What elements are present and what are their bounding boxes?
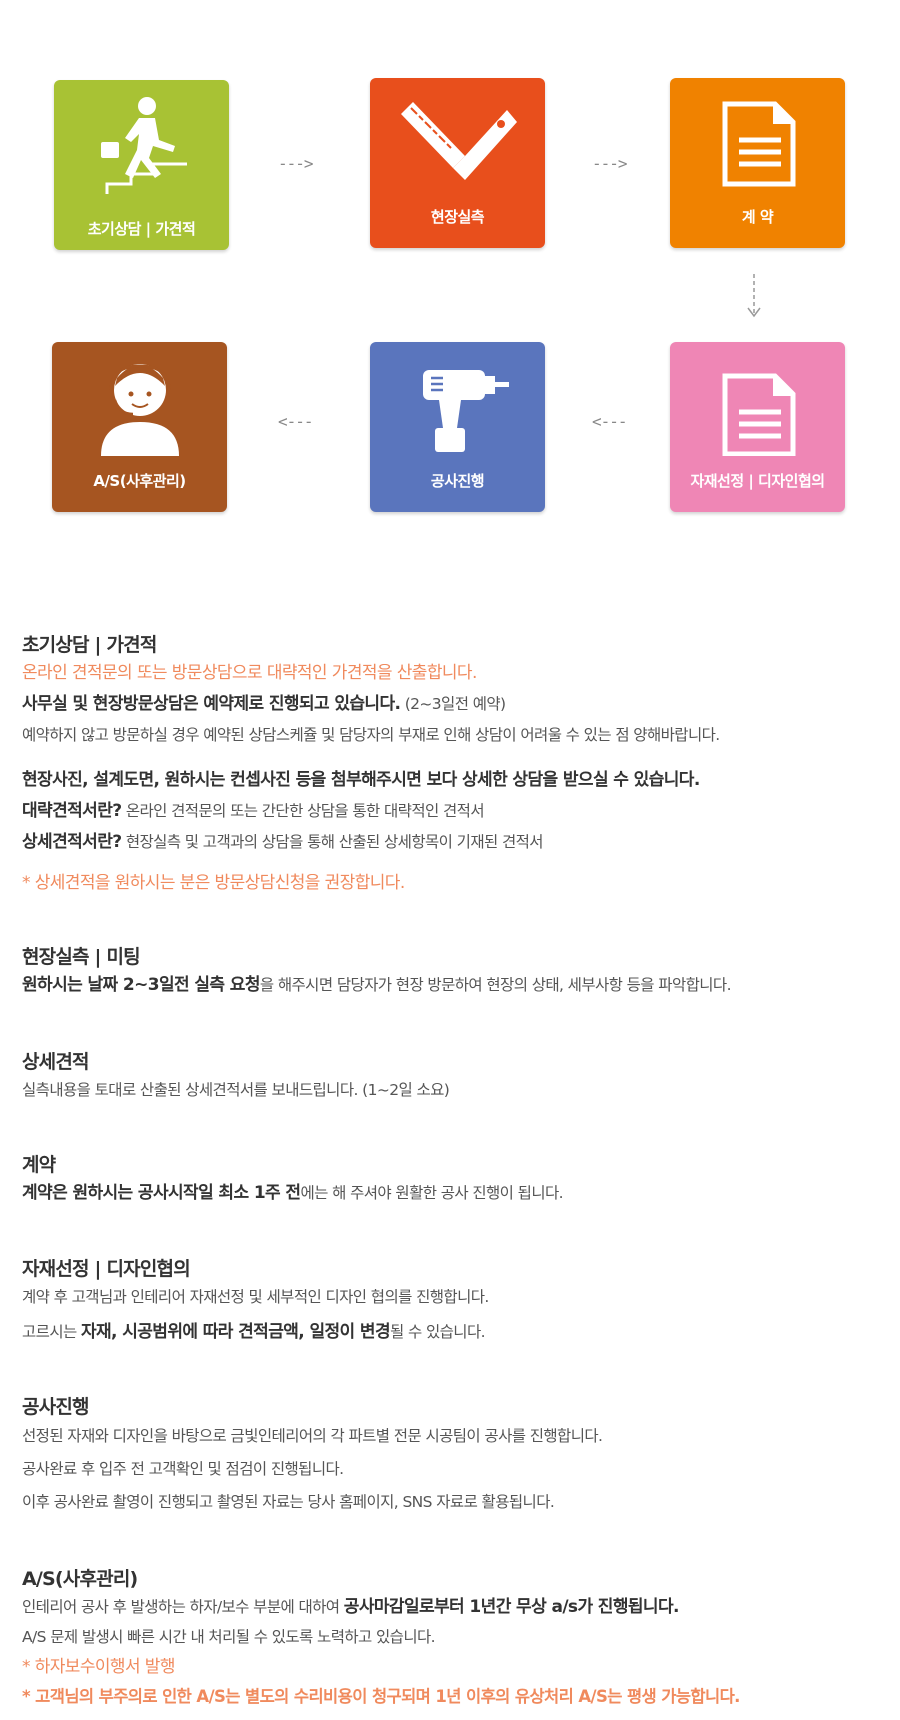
- arrow-left: <---: [278, 412, 314, 431]
- bold-text: 현장사진, 설계도면, 원하시는 컨셉사진 등을 첨부해주시면 보다 상세한 상…: [22, 770, 700, 790]
- step-construction: 공사진행: [370, 342, 545, 512]
- plain-text: 현장실측 및 고객과의 상담을 통해 산출된 상세항목이 기재된 견적서: [121, 833, 544, 851]
- section-title: 현장실측 | 미팅: [22, 946, 141, 968]
- arrow-right: --->: [278, 154, 314, 173]
- section-title: A/S(사후관리): [22, 1568, 138, 1590]
- step-contract: 계 약: [670, 78, 845, 248]
- plain-text: 인테리어 공사 후 발생하는 하자/보수 부분에 대하여: [22, 1598, 344, 1616]
- plain-text: 온라인 견적문의 또는 간단한 상담을 통한 대략적인 견적서: [121, 802, 485, 820]
- drill-icon: [422, 370, 509, 452]
- arrow-left: <---: [592, 412, 628, 431]
- section-initial-consult: 초기상담 | 가견적 온라인 견적문의 또는 방문상담으로 대략적인 가견적을 …: [22, 632, 882, 899]
- bold-text: 계약은 원하시는 공사시작일 최소 1주 전: [22, 1183, 301, 1203]
- section-contract: 계약 계약은 원하시는 공사시작일 최소 1주 전에는 해 주셔야 원활한 공사…: [22, 1152, 882, 1209]
- text-line: 계약은 원하시는 공사시작일 최소 1주 전에는 해 주셔야 원활한 공사 진행…: [22, 1178, 882, 1209]
- section-title: 초기상담 | 가견적: [22, 634, 157, 656]
- text-line: 선정된 자재와 디자인을 바탕으로 금빛인테리어의 각 파트별 전문 시공팀이 …: [22, 1427, 603, 1445]
- note-text: * 고객님의 부주의로 인한 A/S는 별도의 수리비용이 청구되며 1년 이후…: [22, 1687, 740, 1706]
- bold-text: 상세견적서란?: [22, 832, 122, 852]
- bold-text: 사무실 및 현장방문상담은 예약제로 진행되고 있습니다.: [22, 694, 401, 714]
- note-text: * 상세견적을 원하시는 분은 방문상담신청을 권장합니다.: [22, 873, 405, 893]
- arrow-right: --->: [592, 154, 628, 173]
- section-title: 상세견적: [22, 1051, 90, 1073]
- text-line: 실측내용을 토대로 산출된 상세견적서를 보내드립니다. (1~2일 소요): [22, 1081, 450, 1099]
- section-detailed-estimate: 상세견적 실측내용을 토대로 산출된 상세견적서를 보내드립니다. (1~2일 …: [22, 1049, 882, 1106]
- stairs-walking-person-icon: [100, 97, 187, 194]
- plain-text: 에는 해 주셔야 원활한 공사 진행이 됩니다.: [300, 1184, 563, 1202]
- step-label: 초기상담 | 가견적: [87, 220, 196, 238]
- text-line: 인테리어 공사 후 발생하는 하자/보수 부분에 대하여 공사마감일로부터 1년…: [22, 1592, 882, 1622]
- step-initial-consult: 초기상담 | 가견적: [54, 80, 229, 250]
- step-label: 계 약: [741, 208, 774, 226]
- bold-text: 대략견적서란?: [22, 801, 122, 821]
- step-label: 현장실측: [430, 208, 485, 226]
- ruler-icon: [400, 102, 517, 180]
- bold-text: 원하시는 날짜 2~3일전 실측 요청: [22, 975, 260, 995]
- step-label: 자재선정 | 디자인협의: [690, 472, 825, 490]
- arrow-down: [747, 274, 761, 318]
- text-line: 대략견적서란? 온라인 견적문의 또는 간단한 상담을 통한 대략적인 견적서: [22, 796, 882, 827]
- text-line: A/S 문제 발생시 빠른 시간 내 처리될 수 있도록 노력하고 있습니다.: [22, 1628, 436, 1646]
- note-text: * 하자보수이행서 발행: [22, 1657, 175, 1677]
- section-site-measure: 현장실측 | 미팅 원하시는 날짜 2~3일전 실측 요청을 해주시면 담당자가…: [22, 944, 882, 1001]
- step-label: 공사진행: [430, 472, 485, 490]
- highlight-text: 온라인 견적문의 또는 방문상담으로 대략적인 가견적을 산출합니다.: [22, 663, 477, 683]
- process-flow: 초기상담 | 가견적 ---> 현장실측 ---> 계 약: [0, 0, 900, 520]
- document-icon: [722, 373, 795, 456]
- section-title: 계약: [22, 1154, 56, 1176]
- text-line: 이후 공사완료 촬영이 진행되고 촬영된 자료는 당사 홈페이지, SNS 자료…: [22, 1493, 555, 1511]
- document-icon: [722, 101, 795, 187]
- text-line: 상세견적서란? 현장실측 및 고객과의 상담을 통해 산출된 상세항목이 기재된…: [22, 827, 882, 858]
- plain-text: (2~3일전 예약): [400, 695, 506, 713]
- step-label: A/S(사후관리): [93, 472, 186, 490]
- text-line: 사무실 및 현장방문상담은 예약제로 진행되고 있습니다. (2~3일전 예약): [22, 689, 882, 720]
- text-line: 현장사진, 설계도면, 원하시는 컨셉사진 등을 첨부해주시면 보다 상세한 상…: [22, 765, 882, 796]
- plain-text: 고르시는: [22, 1323, 81, 1341]
- text-line: 공사완료 후 입주 전 고객확인 및 점검이 진행됩니다.: [22, 1460, 344, 1478]
- section-after-service: A/S(사후관리) 인테리어 공사 후 발생하는 하자/보수 부분에 대하여 공…: [22, 1566, 882, 1712]
- bold-text: 자재, 시공범위에 따라 견적금액, 일정이 변경: [80, 1322, 391, 1342]
- section-title: 자재선정 | 디자인협의: [22, 1258, 191, 1280]
- text-line: 원하시는 날짜 2~3일전 실측 요청을 해주시면 담당자가 현장 방문하여 현…: [22, 970, 882, 1001]
- headset-person-icon: [100, 364, 179, 456]
- plain-text: 을 해주시면 담당자가 현장 방문하여 현장의 상태, 세부사항 등을 파악합니…: [259, 976, 732, 994]
- text-line: 예약하지 않고 방문하실 경우 예약된 상담스케쥴 및 담당자의 부재로 인해 …: [22, 726, 720, 744]
- bold-text: 공사마감일로부터 1년간 무상 a/s가 진행됩니다.: [343, 1597, 680, 1617]
- text-line: 고르시는 자재, 시공범위에 따라 견적금액, 일정이 변경될 수 있습니다.: [22, 1317, 882, 1348]
- step-after-service: A/S(사후관리): [52, 342, 227, 512]
- section-construction: 공사진행 선정된 자재와 디자인을 바탕으로 금빛인테리어의 각 파트별 전문 …: [22, 1394, 882, 1519]
- step-site-measure: 현장실측: [370, 78, 545, 248]
- step-material-design: 자재선정 | 디자인협의: [670, 342, 845, 512]
- plain-text: 될 수 있습니다.: [390, 1323, 486, 1341]
- section-material-design: 자재선정 | 디자인협의 계약 후 고객님과 인테리어 자재선정 및 세부적인 …: [22, 1256, 882, 1348]
- text-line: 계약 후 고객님과 인테리어 자재선정 및 세부적인 디자인 협의를 진행합니다…: [22, 1288, 489, 1306]
- section-title: 공사진행: [22, 1396, 90, 1418]
